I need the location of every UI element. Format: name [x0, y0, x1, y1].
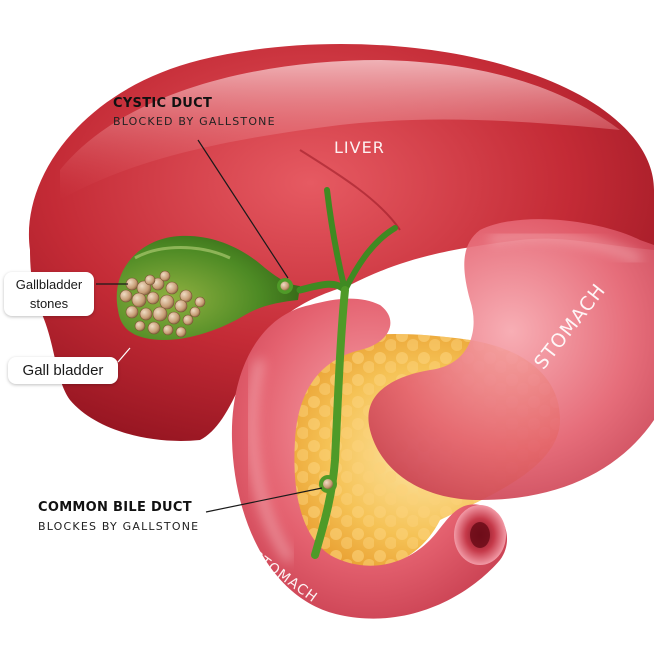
common-bile-duct-subtitle: BLOCKES BY GALLSTONE — [38, 520, 200, 533]
gallstone — [182, 314, 194, 326]
gallstone — [194, 296, 206, 308]
stomach-lower — [231, 298, 508, 619]
gallbladder-stones-callout: Gallbladder stones — [4, 272, 94, 316]
gallstone — [165, 281, 179, 295]
gallstone — [139, 307, 153, 321]
common-bile-duct-leader — [205, 487, 323, 513]
gall-bladder-callout: Gall bladder — [8, 357, 118, 384]
gallstone — [152, 306, 168, 322]
common-bile-duct-title: COMMON BILE DUCT — [38, 500, 192, 515]
cystic-duct-subtitle: BLOCKED BY GALLSTONE — [113, 115, 276, 128]
gallstone — [134, 320, 146, 332]
bile-ducts — [277, 187, 398, 559]
gallstone — [167, 311, 181, 325]
gallstone — [144, 274, 156, 286]
liver-label: LIVER — [334, 138, 385, 157]
cystic-duct-title: CYSTIC DUCT — [113, 96, 213, 111]
gallstone — [159, 270, 171, 282]
gallstone — [174, 299, 188, 313]
gallbladder-stones-line1: Gallbladder — [15, 277, 83, 292]
liver — [28, 43, 654, 441]
gallstone — [147, 321, 161, 335]
gallstone — [159, 294, 175, 310]
gallbladder-stones-line2: stones — [29, 296, 69, 311]
cystic-duct-leader — [197, 139, 289, 279]
gallstone — [125, 305, 139, 319]
gallstone — [162, 324, 174, 336]
gallstone — [146, 291, 160, 305]
gallstone — [131, 292, 147, 308]
gallstones — [119, 270, 206, 338]
gallbladder-leader — [117, 347, 131, 363]
gallstone — [175, 326, 187, 338]
gallstone — [189, 306, 201, 318]
gallstone — [119, 289, 133, 303]
gallstone — [179, 289, 193, 303]
stomach-upper — [368, 219, 654, 500]
leader-lines — [96, 139, 323, 513]
